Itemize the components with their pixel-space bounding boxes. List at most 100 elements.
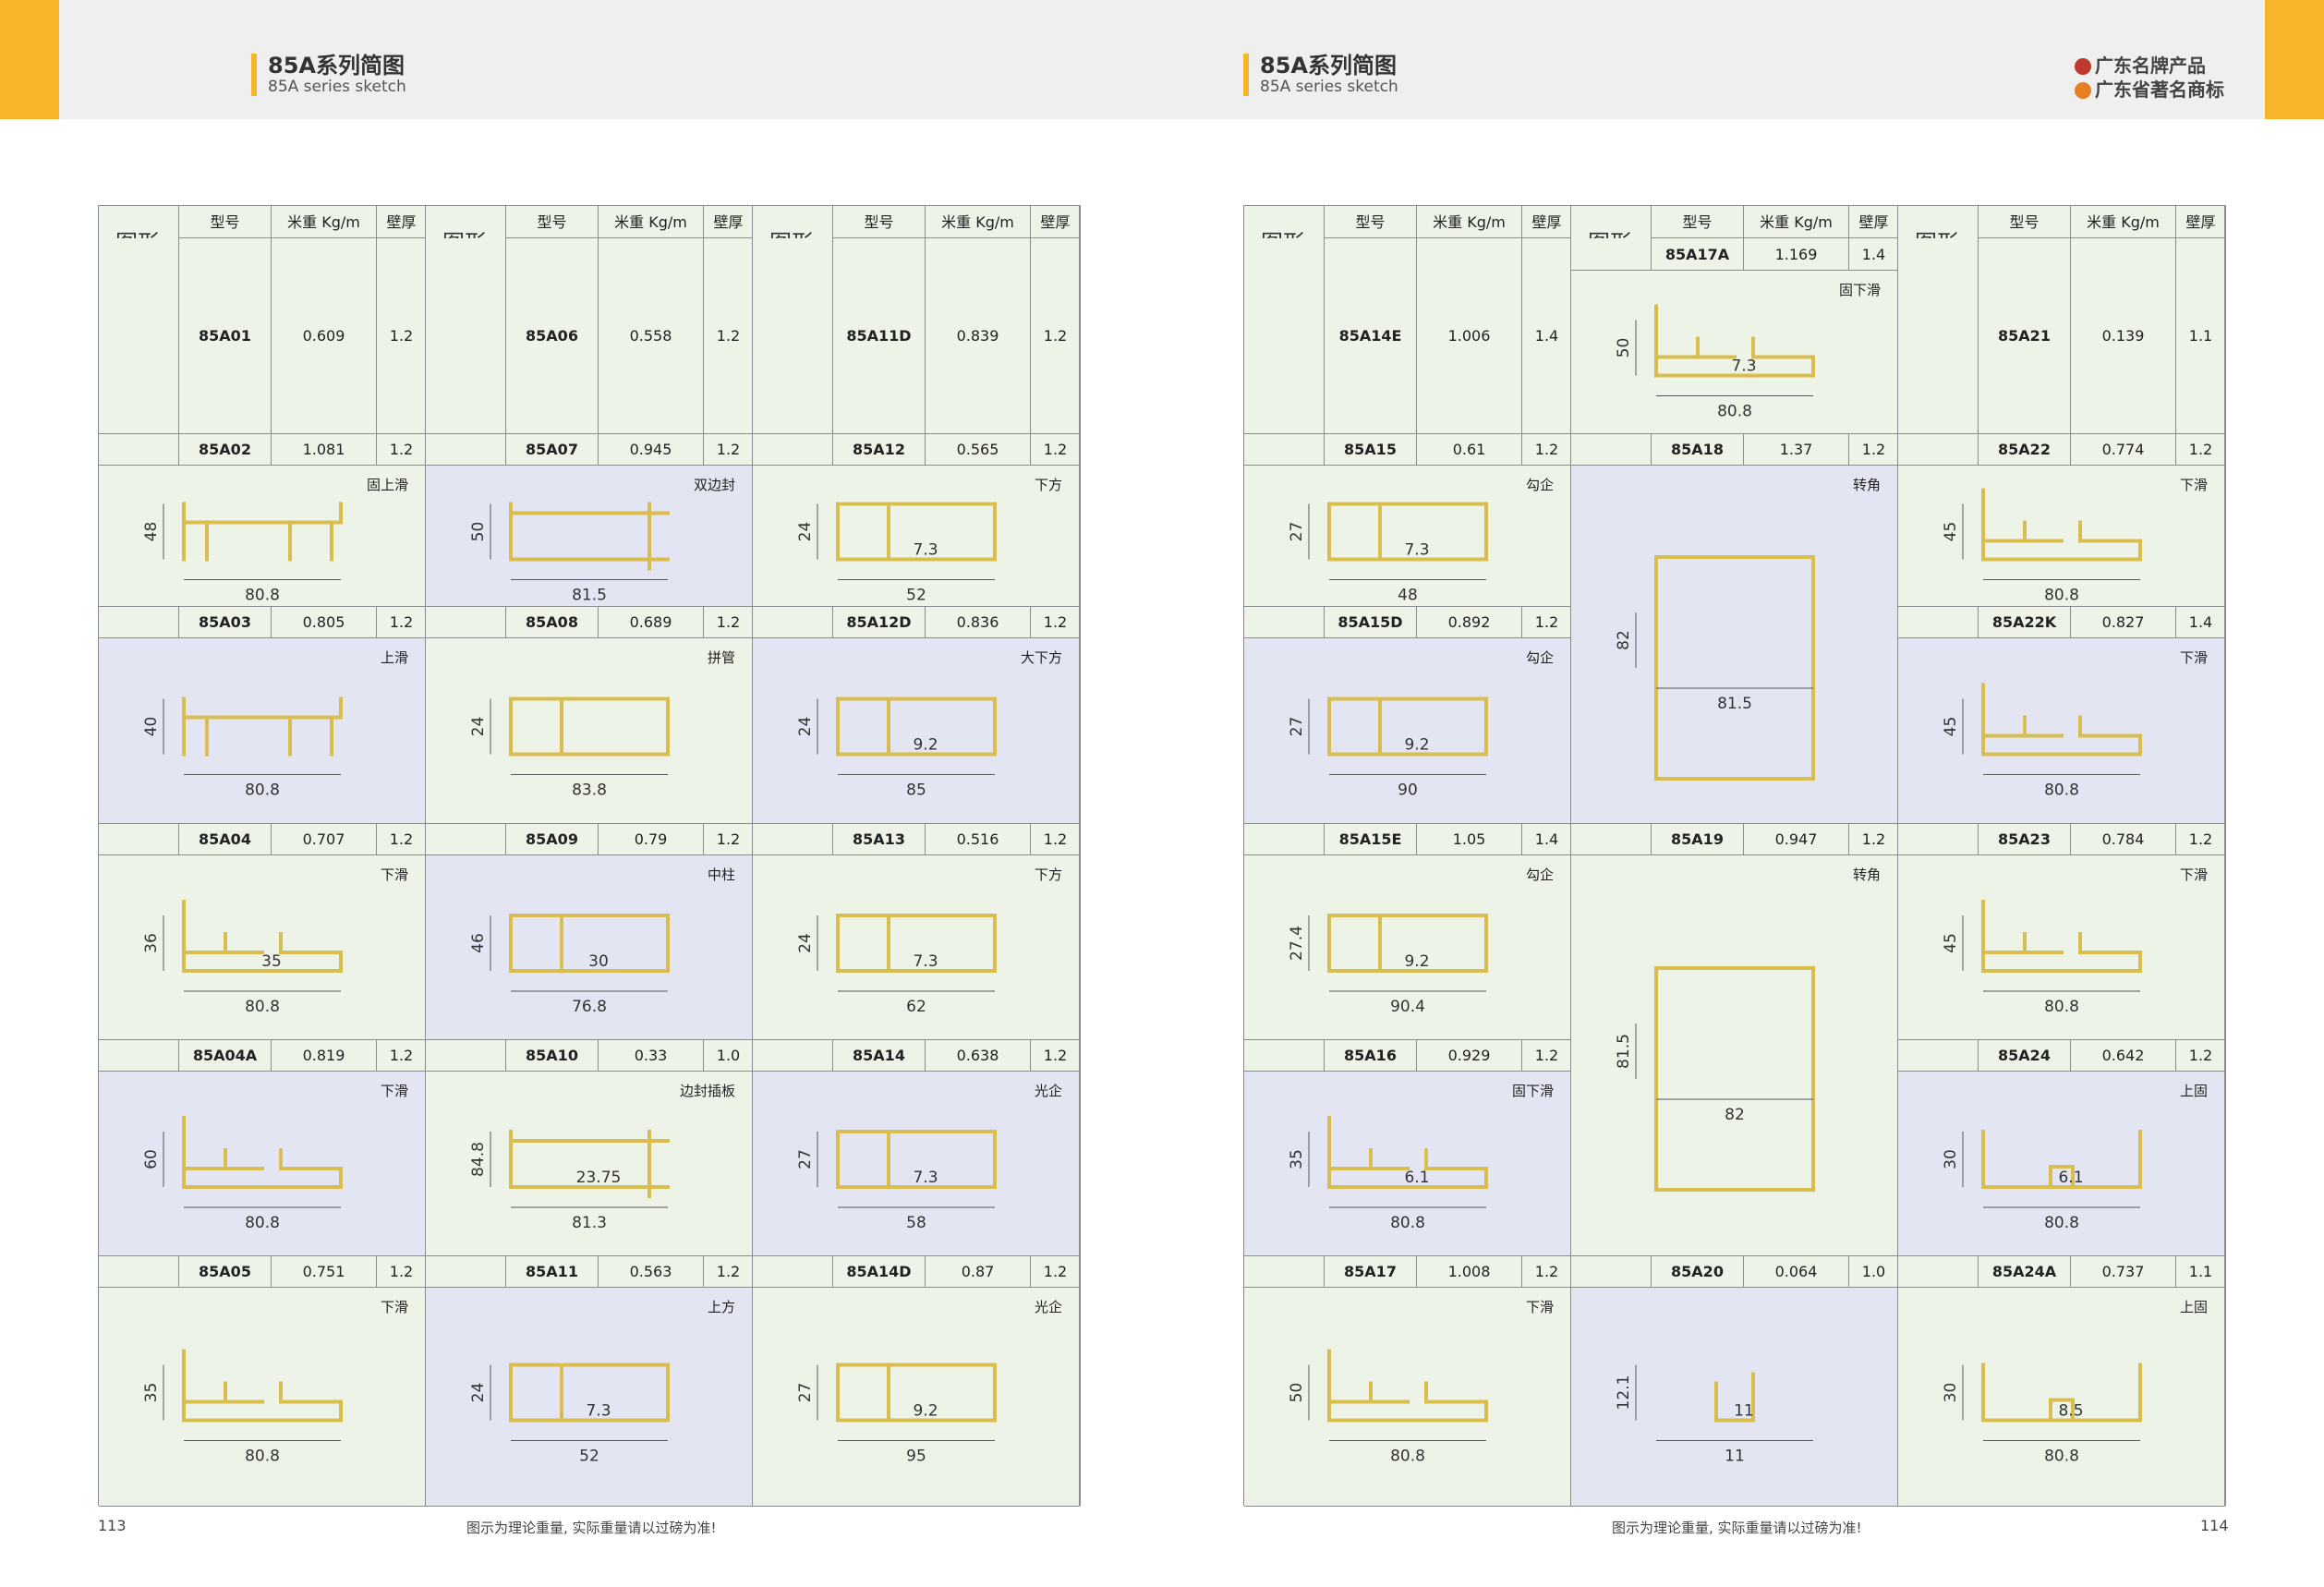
model-number: 85A05 (178, 1256, 271, 1287)
profile-line (1327, 1116, 1488, 1189)
profile-line (1327, 502, 1488, 562)
profile-name: 光企 (1034, 1083, 1062, 1099)
brand-seal-icon (2075, 58, 2091, 75)
dimension-label: 83.8 (572, 781, 607, 800)
profile-name: 下滑 (1525, 1299, 1554, 1315)
profile-name: 勾企 (1525, 866, 1554, 883)
dimension-label: 81.3 (572, 1214, 607, 1232)
model-column-header: 型号 (1651, 206, 1743, 238)
thickness-value: 1.2 (703, 607, 752, 637)
weight-value: 0.642 (2070, 1040, 2175, 1071)
dimension-label: 12.1 (1615, 1375, 1633, 1411)
profile-line (509, 1130, 670, 1198)
dimension-label: 27 (796, 1383, 815, 1403)
thickness-value: 1.2 (2175, 1040, 2224, 1071)
model-number: 85A02 (178, 434, 271, 465)
profile-line (224, 1148, 283, 1170)
page-number-left: 113 (98, 1517, 127, 1534)
thickness-value: 1.2 (1848, 824, 1897, 854)
model-number: 85A14 (832, 1040, 925, 1071)
weight-column-header: 米重 Kg/m (1743, 206, 1848, 238)
brand-line-2: 广东省著名商标 (2095, 79, 2224, 101)
model-column-header: 型号 (1324, 206, 1416, 238)
profile-line (224, 1381, 283, 1404)
dimension-label: 84.8 (469, 1142, 488, 1177)
thickness-column-header: 壁厚 (1848, 206, 1897, 238)
profile-name: 勾企 (1525, 477, 1554, 493)
footer-note-right: 图示为理论重量, 实际重量请以过磅为准! (1612, 1520, 1862, 1536)
thickness-value: 1.1 (2175, 238, 2224, 433)
dimension-label: 81.5 (572, 587, 607, 605)
dimension-label: 23.75 (576, 1169, 622, 1187)
dimension-label: 80.8 (2044, 587, 2079, 605)
profile-name: 转角 (1852, 866, 1881, 883)
dimension-label: 60 (142, 1149, 161, 1169)
weight-column-header: 米重 Kg/m (925, 206, 1030, 238)
brand-badges: 广东名牌产品 广东省著名商标 (2075, 54, 2224, 102)
weight-value: 0.558 (598, 238, 703, 433)
weight-value: 1.006 (1416, 238, 1521, 433)
profile-name: 转角 (1852, 477, 1881, 493)
dimension-label: 80.8 (1717, 403, 1752, 421)
profile-line (836, 914, 997, 973)
dimension-label: 45 (1942, 933, 1960, 953)
thickness-value: 1.2 (1030, 607, 1079, 637)
dimension-label: 80.8 (2044, 781, 2079, 800)
weight-value: 0.751 (271, 1256, 376, 1287)
profile-name: 固上滑 (366, 477, 408, 493)
weight-value: 0.839 (925, 238, 1030, 433)
model-number: 85A16 (1324, 1040, 1416, 1071)
model-number: 85A20 (1651, 1256, 1743, 1287)
profile-line (182, 1116, 343, 1189)
profile-name: 下滑 (380, 866, 408, 883)
profile-line (509, 502, 670, 571)
dimension-label: 80.8 (2044, 1214, 2079, 1232)
dimension-label: 80.8 (245, 587, 280, 605)
left-catalog-table: 图形型号米重 Kg/m壁厚图形型号米重 Kg/m壁厚图形型号米重 Kg/m壁厚8… (98, 205, 1081, 1507)
thickness-value: 1.2 (703, 238, 752, 433)
dimension-label: 82 (1615, 630, 1633, 650)
model-number: 85A14D (832, 1256, 925, 1287)
profile-line (509, 1363, 670, 1423)
dimension-label: 9.2 (1404, 736, 1429, 755)
weight-value: 0.819 (271, 1040, 376, 1071)
dimension-label: 45 (1942, 522, 1960, 542)
right-header-title: 85A系列简图 (1260, 53, 1397, 79)
weight-value: 0.784 (2070, 824, 2175, 854)
model-number: 85A15D (1324, 607, 1416, 637)
profile-line (1981, 1363, 2142, 1423)
profile-name: 中柱 (707, 866, 735, 883)
dimension-label: 48 (1398, 587, 1418, 605)
dimension-label: 6.1 (1404, 1169, 1429, 1187)
dimension-label: 80.8 (245, 1214, 280, 1232)
thickness-value: 1.4 (1521, 824, 1570, 854)
dimension-label: 7.3 (913, 541, 938, 560)
profile-line (2023, 715, 2082, 738)
dimension-label: 7.3 (586, 1402, 611, 1421)
weight-value: 0.064 (1743, 1256, 1848, 1287)
